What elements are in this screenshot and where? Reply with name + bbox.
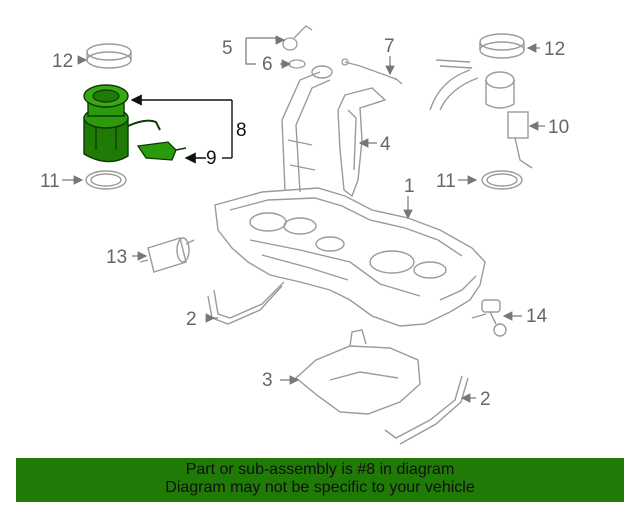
callout-5: 5 <box>222 38 233 59</box>
fuel-sender <box>429 59 533 169</box>
underbody-shield <box>294 329 421 415</box>
fuel-tank <box>214 187 486 327</box>
callout-11-right: 11 <box>436 171 456 192</box>
lock-ring-left <box>86 43 132 69</box>
callout-6: 6 <box>262 54 273 75</box>
lock-ring-right <box>479 33 525 59</box>
callout-4: 4 <box>380 134 391 155</box>
banner-line-1: Part or sub-assembly is #8 in diagram <box>185 461 455 478</box>
pressure-sensor <box>471 299 507 337</box>
callout-10: 10 <box>548 117 569 138</box>
seal-left <box>85 170 127 190</box>
callout-2-right: 2 <box>480 389 491 410</box>
callout-12-right: 12 <box>544 39 565 60</box>
filler-neck <box>281 65 333 193</box>
seal-right <box>481 170 523 190</box>
tank-strap-right <box>384 375 469 445</box>
vent-line <box>341 58 403 85</box>
fuel-system-diagram: 1 2 2 3 4 5 6 7 8 9 10 11 11 12 12 13 14 <box>40 25 569 445</box>
callout-12-left: 12 <box>52 51 73 72</box>
fuel-filter <box>139 237 195 273</box>
leader-lines-part8 <box>130 94 233 164</box>
callout-8[interactable]: 8 <box>236 120 247 141</box>
callout-3: 3 <box>262 370 273 391</box>
callout-11-left: 11 <box>40 171 60 192</box>
callout-14: 14 <box>526 306 548 327</box>
leader-lines <box>62 35 545 403</box>
callout-1: 1 <box>404 176 415 197</box>
fuel-pump-module-highlighted[interactable] <box>83 84 187 163</box>
filler-cap <box>282 25 313 69</box>
banner-line-2: Diagram may not be specific to your vehi… <box>165 479 475 496</box>
callout-7: 7 <box>384 36 395 57</box>
info-banner: Part or sub-assembly is #8 in diagram Di… <box>16 458 624 502</box>
heat-shield <box>337 87 387 198</box>
callout-2-left: 2 <box>186 309 197 330</box>
callout-9[interactable]: 9 <box>206 148 217 169</box>
tank-strap-left <box>207 281 285 325</box>
callout-13: 13 <box>106 247 127 268</box>
